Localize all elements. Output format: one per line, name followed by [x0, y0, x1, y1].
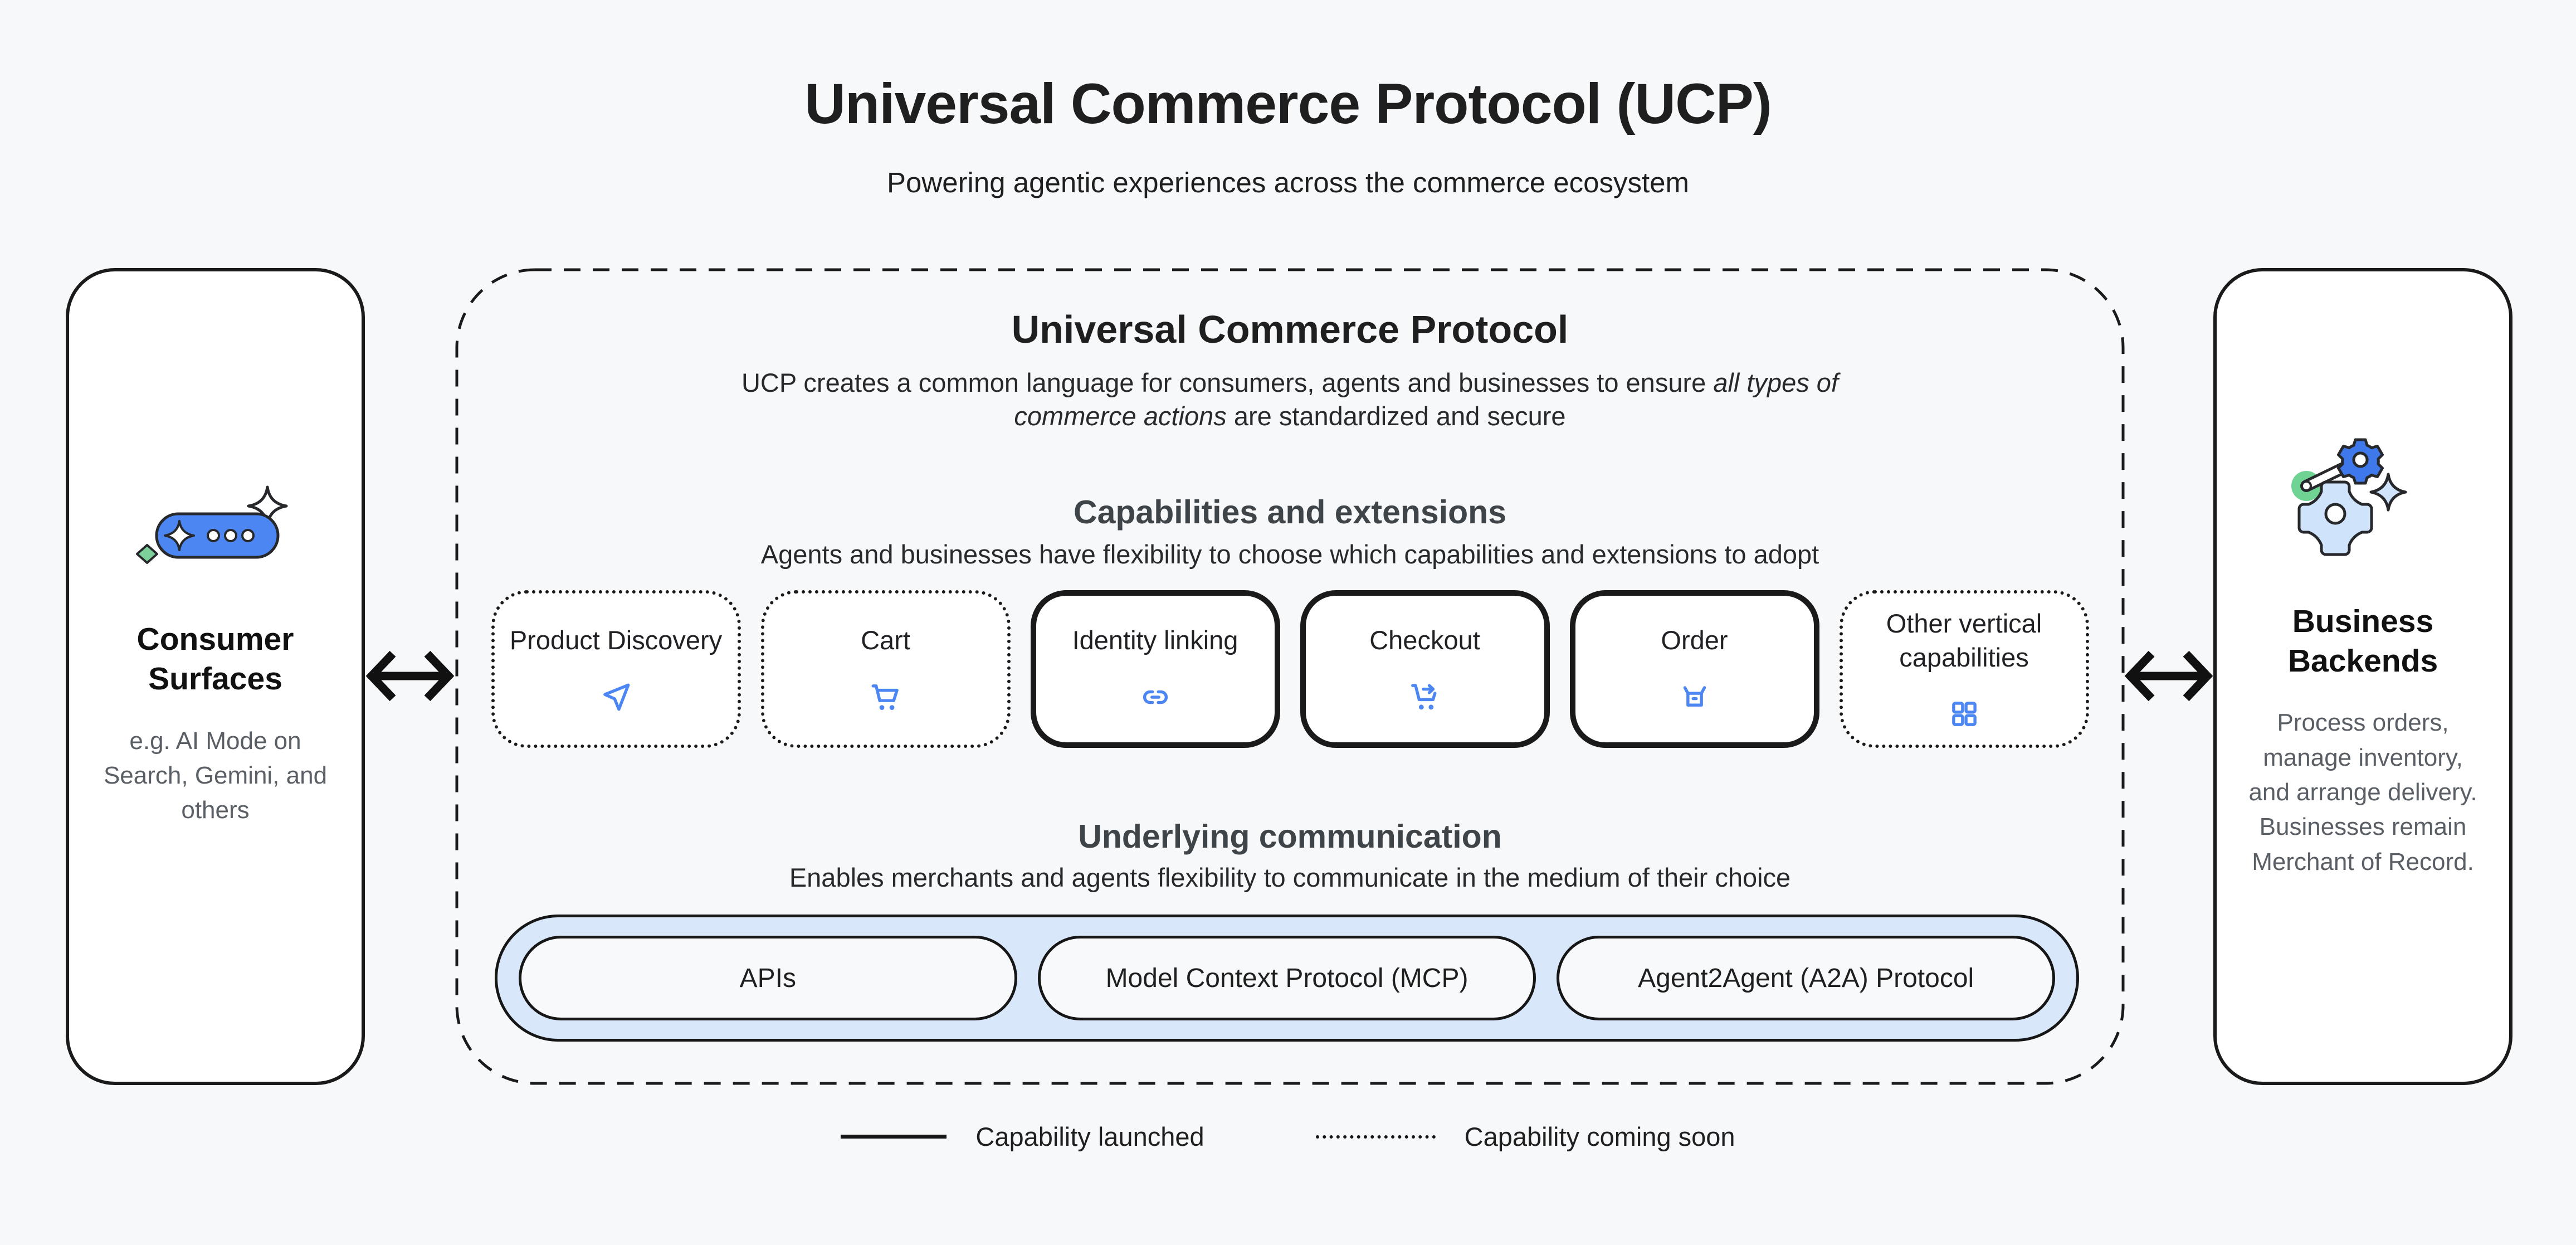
dashed-border: [455, 268, 2125, 1085]
pill-mcp: Model Context Protocol (MCP): [1037, 936, 1536, 1020]
communication-bar: APIs Model Context Protocol (MCP) Agent2…: [495, 915, 2079, 1042]
consumer-surfaces-title: Consumer Surfaces: [136, 621, 294, 697]
legend-solid-line: [841, 1135, 947, 1139]
capability-checkout: Checkout: [1300, 590, 1550, 748]
page-subtitle: Powering agentic experiences across the …: [887, 167, 1689, 198]
consumer-surfaces-description: e.g. AI Mode on Search, Gemini, and othe…: [103, 727, 328, 824]
capabilities-row: Product Discovery Cart Identity linking: [455, 590, 2125, 748]
capability-label: Cart: [861, 625, 910, 655]
legend-dotted-line: [1315, 1135, 1436, 1139]
open-box-icon: [1683, 685, 1706, 707]
protocol-description-italic: all types of commerce actions: [1014, 368, 1838, 431]
capability-label: Product Discovery: [509, 625, 723, 655]
capability-label: Identity linking: [1072, 625, 1238, 655]
capability-label: Other vertical capabilities: [1886, 609, 2042, 672]
business-backends-description: Process orders, manage inventory, and ar…: [2248, 709, 2477, 876]
protocol-title: Universal Commerce Protocol: [1011, 308, 1569, 351]
legend: Capability launched Capability coming so…: [0, 1121, 2576, 1152]
chat-sparkle-icon: [135, 485, 287, 565]
capabilities-heading: Capabilities and extensions: [1073, 494, 1507, 531]
protocol-container: Universal Commerce Protocol UCP creates …: [455, 268, 2125, 1085]
capability-identity-linking: Identity linking: [1030, 590, 1280, 748]
cart-checkout-icon: [1411, 683, 1437, 709]
shopping-cart-icon: [871, 684, 899, 710]
capability-order: Order: [1569, 590, 1819, 748]
underlying-heading: Underlying communication: [1078, 818, 1502, 855]
pill-apis: APIs: [519, 936, 1017, 1020]
capability-label: Order: [1661, 625, 1728, 655]
business-backends-panel: Business Backends Process orders, manage…: [2213, 268, 2512, 1085]
legend-launched-label: Capability launched: [975, 1122, 1204, 1151]
arrow-left-right-icon: [2124, 650, 2213, 702]
protocol-description-suffix: are standardized and secure: [1226, 401, 1566, 431]
navigation-arrow-icon: [603, 683, 630, 711]
legend-coming-soon-label: Capability coming soon: [1464, 1122, 1735, 1151]
capabilities-subheading: Agents and businesses have flexibility t…: [760, 539, 1819, 569]
gears-wrench-icon: [2291, 438, 2407, 556]
link-icon: [1143, 690, 1168, 704]
capability-other-vertical: Other vertical capabilities: [1839, 590, 2089, 748]
pill-a2a: Agent2Agent (A2A) Protocol: [1557, 936, 2056, 1020]
protocol-description-prefix: UCP creates a common language for consum…: [741, 368, 1714, 397]
underlying-subheading: Enables merchants and agents flexibility…: [789, 863, 1791, 892]
capability-product-discovery: Product Discovery: [491, 590, 741, 748]
capability-label: Checkout: [1369, 625, 1480, 655]
page-title: Universal Commerce Protocol (UCP): [804, 72, 1772, 135]
consumer-surfaces-panel: Consumer Surfaces e.g. AI Mode on Search…: [66, 268, 365, 1085]
protocol-description: UCP creates a common language for consum…: [722, 366, 1858, 433]
arrow-left-right-icon: [365, 650, 455, 702]
grid-icon: [1951, 701, 1977, 726]
capability-cart: Cart: [760, 590, 1011, 748]
business-backends-title: Business Backends: [2287, 603, 2438, 679]
